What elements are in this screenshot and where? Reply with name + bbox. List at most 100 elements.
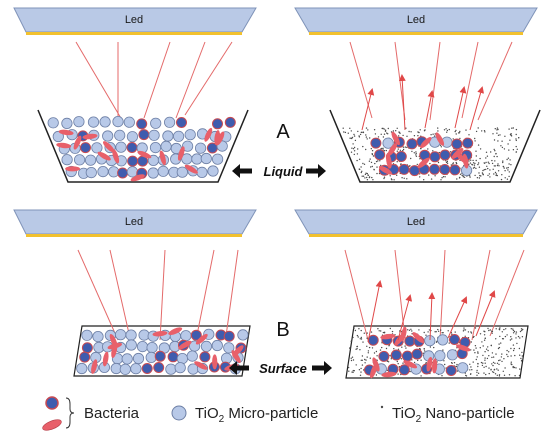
nano-particle xyxy=(472,336,474,339)
legend-bacteria-icon xyxy=(42,396,62,431)
bacteria-rod xyxy=(159,150,166,166)
nano-particle xyxy=(497,134,500,136)
nano-particle xyxy=(351,147,353,149)
nano-particle xyxy=(365,359,367,361)
nano-particle xyxy=(506,353,508,356)
reflected-ray xyxy=(398,74,406,131)
nano-particle xyxy=(459,173,462,175)
nano-particle xyxy=(472,162,475,164)
nano-particle xyxy=(500,342,502,344)
nano-particle xyxy=(354,329,357,332)
nano-particle xyxy=(470,341,472,343)
surface-comparison-label: Surface xyxy=(229,361,332,376)
nano-particle xyxy=(475,159,477,162)
micro-particle xyxy=(97,166,109,178)
nano-particle xyxy=(367,129,369,131)
nano-particle xyxy=(508,171,510,173)
nano-particle xyxy=(399,149,402,151)
nano-particle xyxy=(359,349,361,351)
nano-particle xyxy=(515,139,517,142)
micro-particle xyxy=(180,330,192,342)
bacteria-coccus xyxy=(154,350,166,362)
nano-particle xyxy=(468,160,470,162)
nano-particle xyxy=(509,339,512,341)
nano-particle xyxy=(468,175,471,177)
micro-particle xyxy=(150,117,162,129)
nano-particle xyxy=(479,333,482,335)
nano-particle xyxy=(498,374,501,376)
nano-particle xyxy=(468,134,470,136)
nano-particle xyxy=(477,163,479,166)
nano-particle xyxy=(449,151,452,153)
nano-particle xyxy=(513,366,516,369)
nano-particle xyxy=(435,331,437,333)
micro-particle xyxy=(47,117,59,129)
nano-particle xyxy=(480,361,483,364)
led-panel-bottom-left: Led xyxy=(13,209,257,237)
nano-particle xyxy=(366,138,368,140)
nano-particle xyxy=(498,346,501,349)
bacteria-rod xyxy=(58,129,74,136)
led-label-bottom-left: Led xyxy=(125,216,143,228)
nano-particle xyxy=(479,174,481,177)
nano-particle xyxy=(478,177,481,179)
nano-particle xyxy=(518,374,521,377)
nano-particle xyxy=(390,178,393,180)
nano-particle xyxy=(502,338,505,340)
nano-particle xyxy=(442,176,445,178)
nano-particle xyxy=(361,170,363,172)
bacteria-coccus xyxy=(398,163,410,175)
bacteria-rod xyxy=(103,141,115,153)
nano-particle xyxy=(402,148,405,151)
bacteria-coccus xyxy=(398,364,410,376)
nano-particle xyxy=(377,136,380,138)
nano-particle xyxy=(499,359,501,361)
nano-particle xyxy=(360,171,362,174)
light-ray xyxy=(175,41,206,119)
nano-particle xyxy=(488,355,490,357)
nano-particle xyxy=(513,347,515,350)
nano-particle xyxy=(515,337,517,339)
nano-particle xyxy=(430,178,433,180)
nano-particle xyxy=(406,135,408,137)
nano-particle xyxy=(448,342,450,344)
nano-particle xyxy=(353,150,356,152)
nano-particle xyxy=(428,329,431,331)
nano-particle xyxy=(376,355,378,357)
nano-particle xyxy=(392,130,395,132)
nano-particle xyxy=(495,174,497,177)
nano-particle xyxy=(493,165,495,167)
panel-letter-b: B xyxy=(276,319,289,341)
nano-particle xyxy=(361,364,364,366)
nano-particle xyxy=(482,169,484,172)
micro-particle xyxy=(132,352,145,365)
nano-particle xyxy=(367,174,369,176)
nano-particle xyxy=(355,364,357,366)
nano-particle xyxy=(437,130,439,132)
bacteria-coccus xyxy=(429,163,440,175)
nano-particle xyxy=(473,349,475,351)
nano-particle xyxy=(402,362,404,364)
nano-particle xyxy=(396,150,398,152)
nano-particle xyxy=(510,336,512,338)
nano-particle xyxy=(420,147,422,150)
nano-particle xyxy=(350,151,353,153)
nano-particle xyxy=(474,140,476,142)
bacteria-coccus xyxy=(378,350,390,362)
nano-particle xyxy=(386,132,388,134)
nano-particle xyxy=(410,157,412,160)
nano-particle xyxy=(482,362,484,364)
nano-particle xyxy=(370,331,373,333)
nano-particle xyxy=(383,150,386,152)
nano-particle xyxy=(492,133,494,135)
nano-particle xyxy=(515,367,517,369)
nano-particle xyxy=(357,130,359,133)
micro-particle xyxy=(223,342,235,354)
micro-particle xyxy=(99,116,111,128)
bacteria-rod xyxy=(178,340,192,350)
nano-particle xyxy=(371,347,374,349)
nano-particle xyxy=(396,161,398,163)
nano-particle xyxy=(347,366,350,369)
bacteria-coccus xyxy=(81,342,93,354)
nano-particle xyxy=(469,176,471,178)
